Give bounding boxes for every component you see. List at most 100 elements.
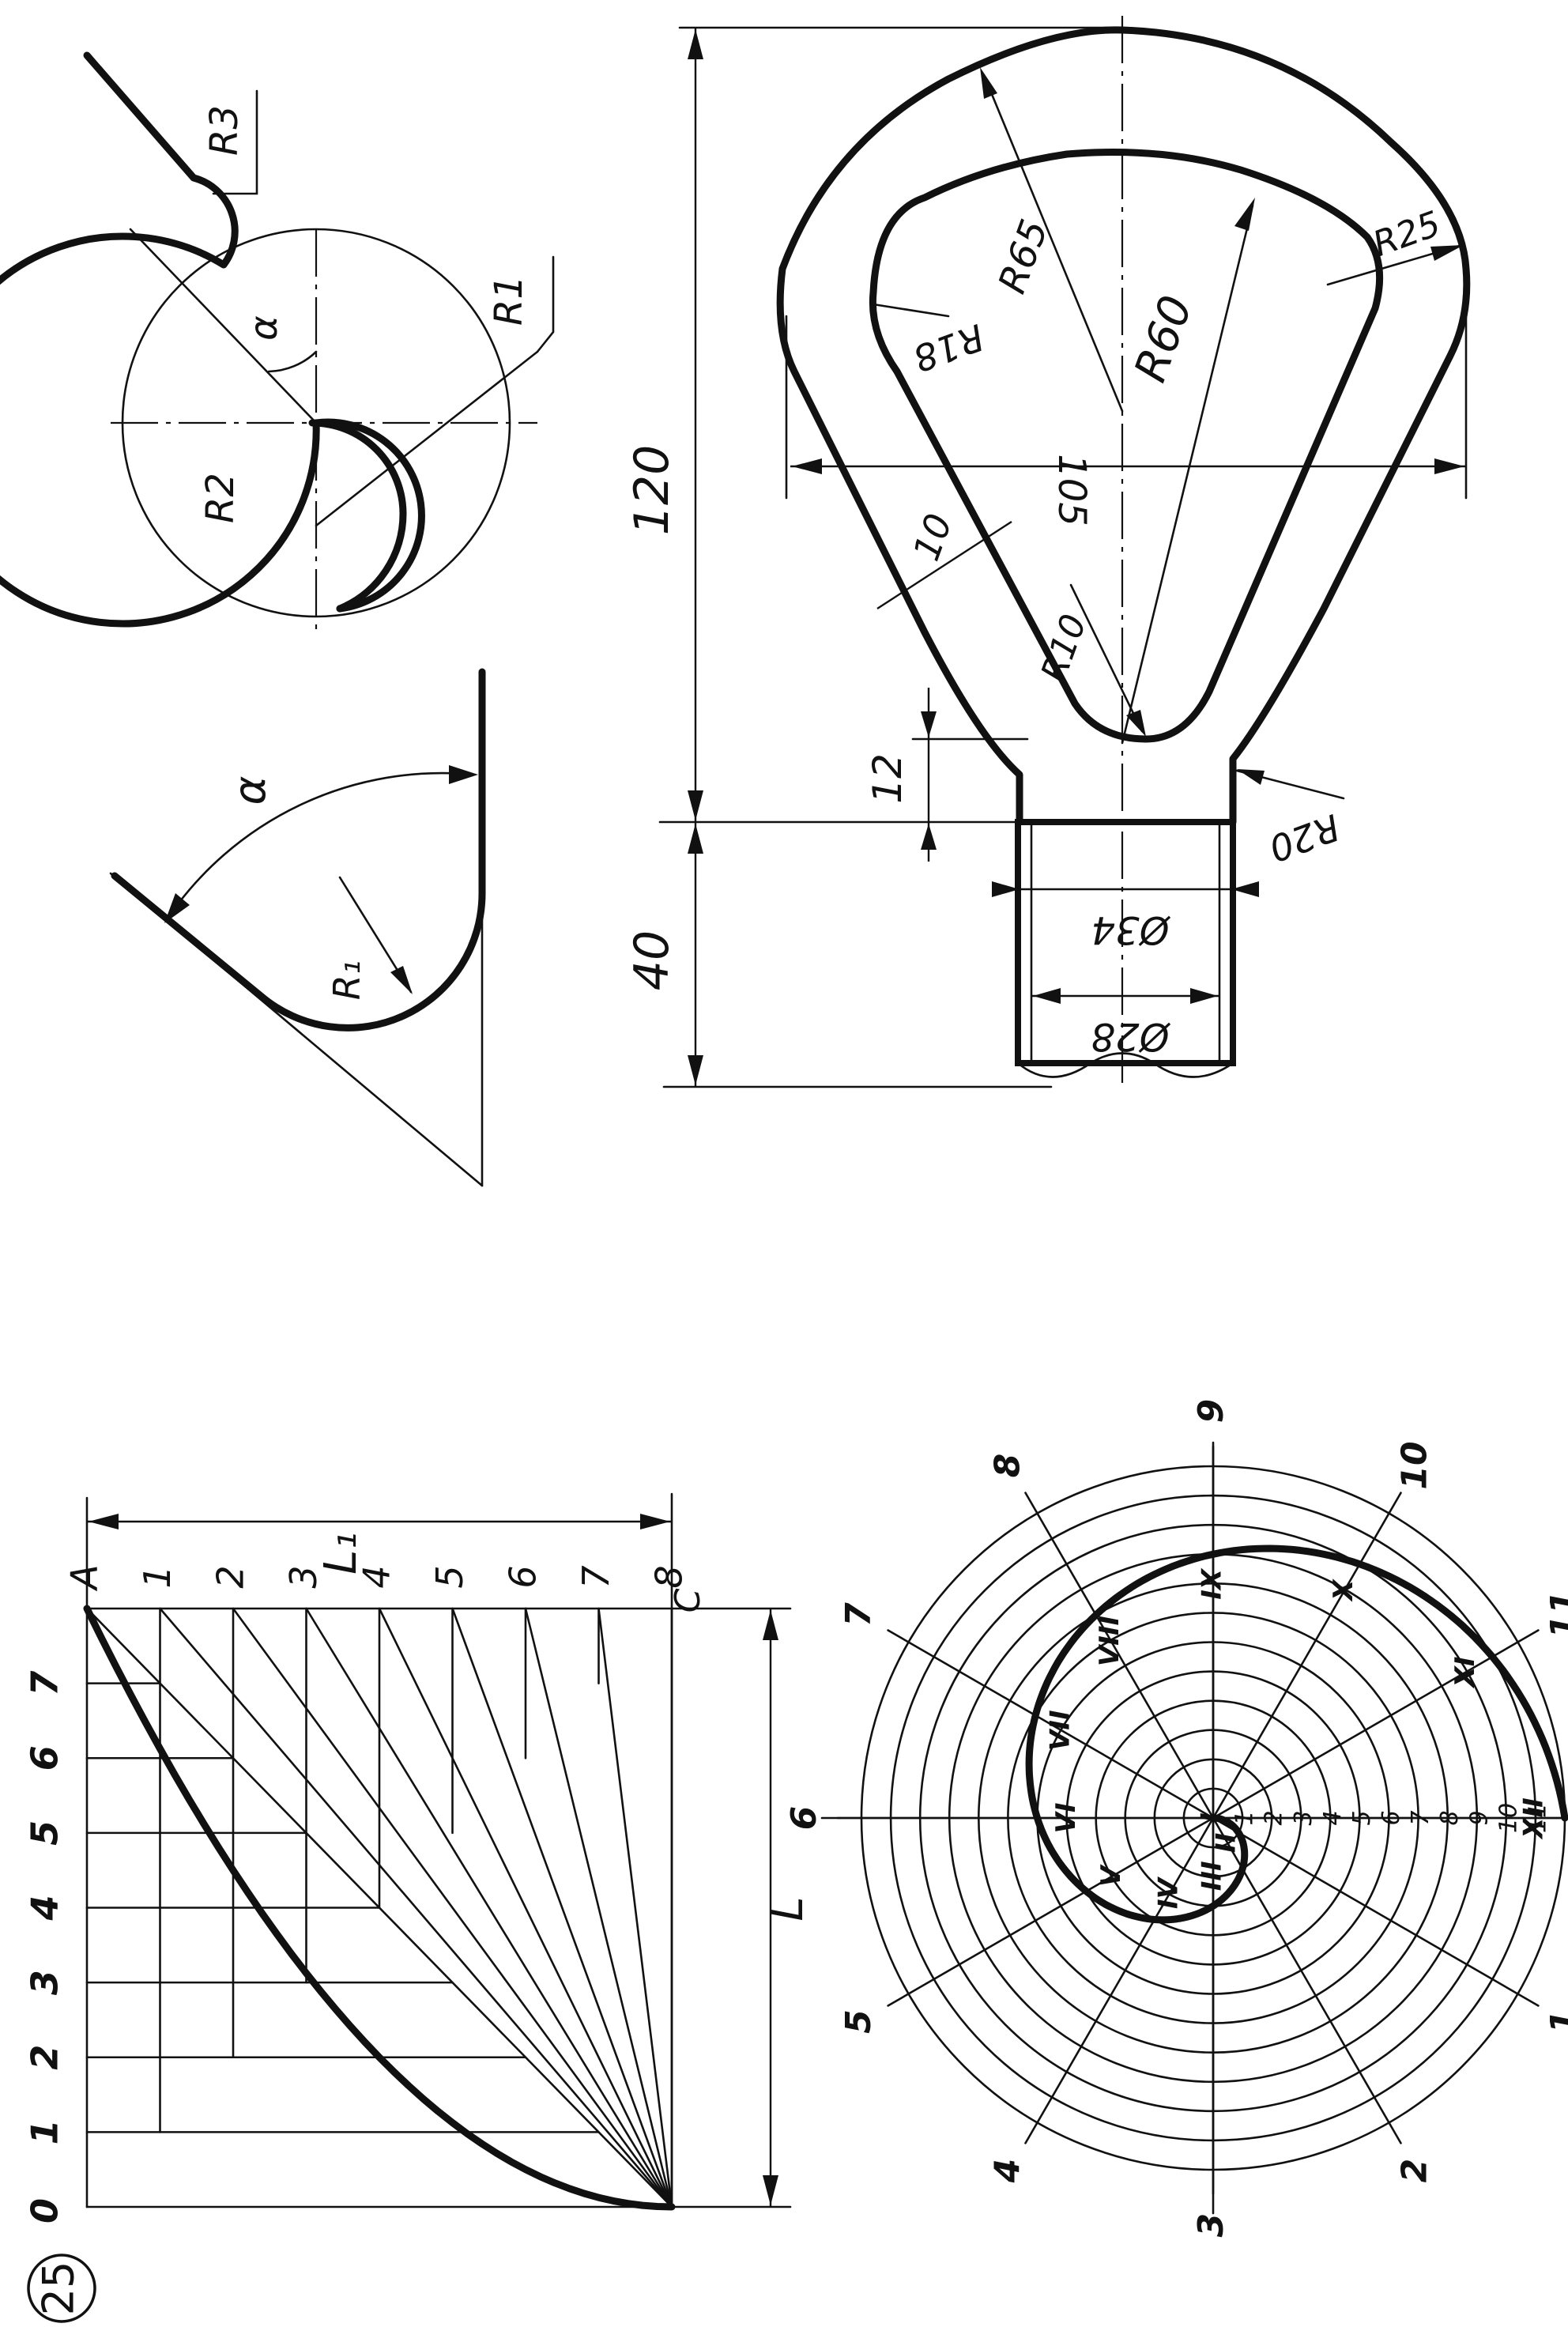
ct-r3-shelf bbox=[212, 89, 258, 195]
arc-grid bbox=[85, 1607, 600, 2133]
spiral-roman-II: II bbox=[1211, 1833, 1242, 1853]
fillet-radius-label: R₁ bbox=[326, 960, 368, 1000]
phi34-arrow-b bbox=[1231, 881, 1259, 897]
spiral-inner-label-2: 2 bbox=[1261, 1810, 1288, 1825]
top-mark-4: 4 bbox=[356, 1565, 398, 1588]
dim-40-arrow-a bbox=[688, 824, 703, 854]
spiral-ray-4 bbox=[1024, 1816, 1215, 2144]
top-mark-1: 1 bbox=[136, 1565, 179, 1588]
r65-leader bbox=[982, 74, 1124, 413]
hook-inner-contour bbox=[869, 149, 1384, 743]
spiral-roman-VIII: VIII bbox=[1094, 1616, 1125, 1666]
spiral-roman-V: V bbox=[1095, 1864, 1127, 1887]
r10-leader bbox=[1069, 583, 1144, 733]
top-mark-8: 8 bbox=[648, 1565, 691, 1588]
spiral-outer-label-4: 4 bbox=[988, 2159, 1028, 2184]
spiral-roman-IX: IX bbox=[1197, 1567, 1228, 1600]
left-mark-0: 0 bbox=[24, 2198, 66, 2223]
left-mark-2: 2 bbox=[24, 2045, 66, 2070]
spiral-roman-III: III bbox=[1197, 1861, 1228, 1891]
ct-angle-arc bbox=[267, 350, 318, 373]
dim-l-arrow-b bbox=[763, 2175, 778, 2205]
r20-arrow bbox=[1237, 769, 1265, 785]
spiral-outer-label-5: 5 bbox=[839, 2009, 879, 2034]
spiral-figure: 1I2II3III4IV5V6VI7VII8VIII9IX10X11XI12XI… bbox=[784, 1399, 1568, 2238]
ct-r2-label: R2 bbox=[198, 473, 243, 523]
angle-label: α bbox=[224, 775, 276, 805]
left-mark-1: 1 bbox=[24, 2119, 66, 2144]
spiral-inner-label-11: 11 bbox=[1524, 1803, 1551, 1833]
dim-105-label: 105 bbox=[1050, 454, 1094, 526]
left-mark-4: 4 bbox=[24, 1895, 66, 1921]
ct-circle-r1 bbox=[121, 228, 511, 618]
angle-fillet-figure: α R₁ bbox=[109, 668, 486, 1187]
top-mark-2: 2 bbox=[209, 1565, 252, 1588]
r18-leader bbox=[872, 303, 950, 318]
left-mark-5: 5 bbox=[24, 1820, 66, 1846]
dim-l1-arrow-b bbox=[640, 1514, 670, 1529]
spiral-inner-label-4: 4 bbox=[1319, 1810, 1347, 1825]
dim-l-label: L bbox=[762, 1896, 813, 1921]
spiral-inner-label-8: 8 bbox=[1436, 1810, 1464, 1825]
spiral-outer-label-8: 8 bbox=[988, 1454, 1028, 1478]
dim-40-arrow-b bbox=[688, 1055, 703, 1085]
dim-10-label: 10 bbox=[905, 508, 961, 566]
ct-r1-leader bbox=[315, 350, 539, 527]
dim-12-arrow-a bbox=[921, 711, 937, 737]
fan-line-2 bbox=[232, 1607, 673, 2208]
spiral-ray-8 bbox=[1024, 1492, 1215, 1820]
left-mark-7: 7 bbox=[24, 1671, 66, 1696]
spiral-outer-label-11: 11 bbox=[1544, 1590, 1568, 1639]
top-mark-5: 5 bbox=[428, 1565, 471, 1588]
ct-inner-loop bbox=[308, 419, 407, 613]
phi28-arrow-a bbox=[1033, 988, 1061, 1004]
angle-arc bbox=[164, 771, 476, 922]
spiral-ray-1 bbox=[1212, 1816, 1540, 2007]
fillet-shape bbox=[111, 668, 486, 1032]
dim-12-arrow-b bbox=[921, 824, 937, 850]
fan-line-5 bbox=[451, 1607, 673, 2208]
fan-line-6 bbox=[524, 1607, 673, 2208]
ct-angle-label: α bbox=[242, 315, 286, 341]
spiral-roman-VII: VII bbox=[1045, 1710, 1076, 1751]
fan-line-1 bbox=[159, 1607, 673, 2208]
spiral-ray-10 bbox=[1212, 1492, 1402, 1820]
spiral-inner-label-7: 7 bbox=[1407, 1810, 1434, 1825]
dim-40-label: 40 bbox=[624, 930, 680, 990]
spiral-curve bbox=[1025, 1545, 1568, 1924]
fan-line-7 bbox=[597, 1607, 673, 2208]
spiral-roman-IV: IV bbox=[1152, 1876, 1184, 1909]
r20-label: R20 bbox=[1264, 805, 1346, 870]
top-mark-7: 7 bbox=[575, 1565, 617, 1588]
spiral-inner-label-6: 6 bbox=[1378, 1810, 1405, 1825]
left-mark-6: 6 bbox=[24, 1745, 66, 1771]
spiral-labels: 1I2II3III4IV5V6VI7VII8VIII9IX10X11XI12XI… bbox=[784, 1399, 1568, 2238]
fillet-radius-arrow bbox=[390, 966, 413, 994]
spiral-ray-7 bbox=[887, 1629, 1215, 1820]
dim-10-line bbox=[876, 520, 1012, 610]
dim-120-label: 120 bbox=[624, 445, 680, 536]
fan-line-4 bbox=[378, 1607, 673, 2208]
ct-contour bbox=[0, 51, 425, 628]
r65-arrow bbox=[980, 67, 997, 99]
spiral-inner-label-10: 10 bbox=[1494, 1803, 1522, 1833]
spiral-outer-label-1: 1 bbox=[1544, 2009, 1568, 2034]
sheet-number: 25 bbox=[27, 2254, 96, 2323]
left-mark-3: 3 bbox=[24, 1970, 66, 1995]
hook-figure: 120 40 12 105 10 R65 R60 R25 R18 bbox=[624, 16, 1471, 1088]
spiral-roman-XI: XI bbox=[1449, 1657, 1481, 1689]
r65-label: R65 bbox=[990, 214, 1057, 300]
phi28-arrow-b bbox=[1190, 988, 1218, 1004]
r18-label: R18 bbox=[908, 315, 990, 380]
fan-line-A bbox=[85, 1607, 673, 2208]
fan-line-3 bbox=[305, 1607, 673, 2208]
r10-label: R10 bbox=[1034, 609, 1095, 688]
point-c-label: C bbox=[668, 1588, 708, 1612]
top-mark-A: A bbox=[63, 1564, 106, 1591]
sheet-number-text: 25 bbox=[34, 2261, 84, 2316]
ct-r1-shelf bbox=[536, 255, 555, 353]
angle-arrow-b bbox=[449, 765, 478, 784]
